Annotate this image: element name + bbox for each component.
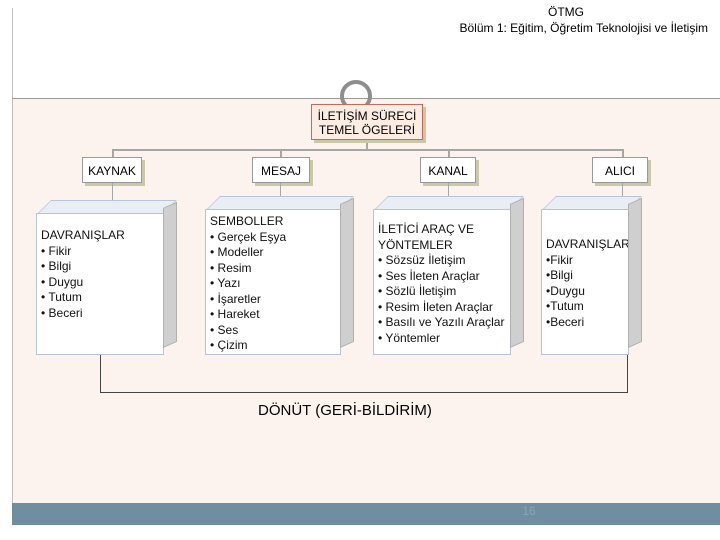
list-item: •Beceri	[546, 314, 585, 329]
label-alici: ALICI	[592, 157, 648, 183]
box-kanal-list: • Sözsüz İletişim • Ses İleten Araçlar •…	[378, 253, 506, 346]
slide-frame-top	[12, 8, 720, 100]
header-chapter-title: Bölüm 1: Eğitim, Öğretim Teknolojisi ve …	[459, 21, 708, 35]
list-item: • Gerçek Eşya	[210, 229, 287, 244]
box-kanal: İLETİCİ ARAÇ VE YÖNTEMLER • Sözsüz İleti…	[373, 196, 524, 355]
list-item: • Tutum	[41, 290, 82, 304]
list-item: • Yöntemler	[378, 330, 441, 345]
box-kanal-title: İLETİCİ ARAÇ VE YÖNTEMLER	[378, 222, 475, 252]
top-node-line2: TEMEL ÖGELERİ	[318, 123, 416, 137]
list-item: • Resim İleten Araçlar	[378, 299, 493, 314]
feedback-label: DÖNÜT (GERİ-BİLDİRİM)	[258, 402, 432, 419]
list-item: •Tutum	[546, 299, 584, 313]
connector-alici	[622, 149, 624, 157]
box-mesaj-title: SEMBOLLER	[210, 214, 284, 228]
list-item: • Bilgi	[41, 259, 72, 273]
list-item: •Fikir	[546, 252, 573, 267]
box-kaynak-list: • Fikir • Bilgi • Duygu • Tutum • Beceri	[41, 244, 159, 322]
list-item: • Sözsüz İletişim	[378, 253, 466, 267]
list-item: • Resim	[210, 260, 252, 275]
footer-bar	[12, 503, 720, 525]
top-node-line1: İLETİŞİM SÜRECİ	[317, 109, 417, 123]
box-mesaj-list: • Gerçek Eşya • Modeller • Resim • Yazı …	[210, 230, 336, 354]
top-node-label: İLETİŞİM SÜRECİ TEMEL ÖGELERİ	[311, 104, 423, 140]
list-item: • İşaretler	[210, 291, 261, 306]
label-kaynak: KAYNAK	[82, 157, 142, 183]
list-item: • Modeller	[210, 245, 264, 259]
list-item: • Fikir	[41, 243, 72, 258]
list-item: • Duygu	[41, 274, 84, 289]
header-course-code: ÖTMG	[548, 5, 584, 19]
box-mesaj: SEMBOLLER • Gerçek Eşya • Modeller • Res…	[205, 196, 354, 355]
connector-horizontal	[112, 149, 624, 151]
list-item: • Çizim	[210, 338, 248, 352]
list-item: • Ses İleten Araçlar	[378, 268, 480, 283]
box-kaynak: DAVRANIŞLAR • Fikir • Bilgi • Duygu • Tu…	[36, 200, 177, 355]
list-item: • Sözlü İletişim	[378, 284, 457, 298]
list-item: •Duygu	[546, 283, 585, 298]
connector-kaynak	[112, 149, 114, 157]
connector-mesaj	[280, 149, 282, 157]
list-item: • Ses	[210, 322, 239, 337]
list-item: •Bilgi	[546, 268, 573, 282]
drop-kaynak	[112, 183, 113, 213]
list-item: • Yazı	[210, 276, 241, 290]
list-item: • Basılı ve Yazılı Araçlar	[378, 315, 505, 329]
box-alici: DAVRANIŞLAR •Fikir •Bilgi •Duygu •Tutum …	[541, 196, 642, 355]
box-alici-title: DAVRANIŞLAR	[546, 237, 630, 251]
label-kanal: KANAL	[420, 157, 476, 183]
list-item: • Hareket	[210, 307, 260, 321]
connector-kanal	[448, 149, 450, 157]
page-number: 16	[522, 504, 536, 518]
box-kaynak-title: DAVRANIŞLAR	[41, 228, 125, 242]
box-alici-list: •Fikir •Bilgi •Duygu •Tutum •Beceri	[546, 253, 624, 331]
connector-top-vertical	[366, 140, 368, 150]
feedback-loop-line	[100, 355, 628, 393]
list-item: • Beceri	[41, 305, 83, 320]
label-mesaj: MESAJ	[252, 157, 310, 183]
